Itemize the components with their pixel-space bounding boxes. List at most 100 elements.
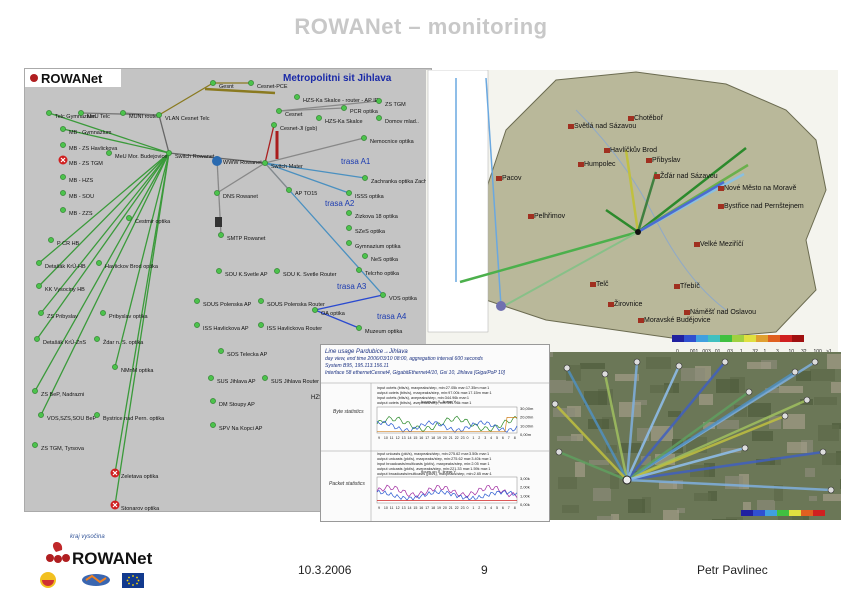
- aerial-texture: [642, 497, 651, 513]
- site-icon: [819, 448, 827, 456]
- hour-tick-label: 20: [443, 436, 447, 440]
- legend-row: output octets (bits/s), avepeaks/step, m…: [377, 401, 471, 405]
- link-line: [603, 373, 629, 481]
- hour-tick-label: 6: [502, 506, 504, 510]
- node-label: HZS: [311, 395, 323, 401]
- link-line: [485, 77, 502, 307]
- hour-tick-label: 8: [514, 506, 516, 510]
- link-line: [554, 403, 628, 481]
- aerial-texture: [646, 357, 671, 369]
- node-status-icon: [194, 322, 200, 328]
- footer-page-number: 9: [481, 563, 488, 577]
- hour-tick-label: 22: [455, 506, 459, 510]
- hour-tick-label: 6: [502, 436, 504, 440]
- network-link: [114, 152, 170, 506]
- network-link: [36, 152, 170, 340]
- node-label: ISS Havlickova Router: [267, 326, 322, 332]
- network-link: [158, 82, 214, 116]
- network-link: [216, 162, 266, 194]
- byte-graph-series-line: [376, 420, 518, 433]
- node-label: NeS optika: [371, 257, 399, 263]
- town-label: Pacov: [502, 175, 522, 182]
- site-icon: [551, 400, 559, 408]
- scale-swatch: [813, 510, 825, 516]
- x-caption: hours on X, linear Y: [421, 399, 456, 404]
- node-label: VLAN Cesnet Telc: [165, 116, 210, 122]
- aerial-texture: [619, 402, 641, 417]
- node-label: OA optika: [321, 311, 346, 317]
- stats-header-line: Line usage Pardubice→Jihlava: [325, 349, 408, 355]
- logo-berry-icon: [62, 554, 70, 562]
- aerial-texture: [610, 473, 619, 489]
- footer-date: 10.3.2006: [298, 563, 352, 577]
- aerial-texture: [809, 496, 817, 501]
- map-logo-bg: [25, 69, 121, 87]
- node-label: Cesnet-Jl (gsb): [280, 126, 317, 132]
- link-line: [626, 450, 824, 482]
- aerial-texture: [779, 386, 803, 393]
- aerial-texture: [681, 368, 705, 381]
- region-badge-icon: [42, 580, 54, 586]
- aerial-texture: [748, 403, 771, 417]
- network-link: [314, 309, 360, 329]
- node-label: Nemocnice optika: [370, 139, 415, 145]
- site-icon: [781, 412, 789, 420]
- node-status-icon: [262, 160, 268, 166]
- node-label: Zachranka optika Zachr.: [371, 179, 430, 185]
- link-line: [626, 478, 832, 492]
- node-label: Detaŝák KrÚ-ZnS: [43, 339, 86, 346]
- aerial-texture: [557, 436, 577, 441]
- hour-tick-label: 20: [443, 506, 447, 510]
- site-icon: [803, 396, 811, 404]
- town-label: Havlíčkův Brod: [610, 146, 657, 154]
- node-label: SOU K.Svetle AP: [225, 272, 268, 278]
- node-label: ZS BeP, Nadrazni: [41, 392, 84, 398]
- aerial-texture: [597, 516, 613, 520]
- link-line: [626, 370, 796, 482]
- link-line: [565, 367, 629, 481]
- town-label: Velké Meziříčí: [700, 241, 744, 248]
- node-label: Ždar n. S. optika: [103, 338, 144, 346]
- node-status-icon: [276, 108, 282, 114]
- hour-tick-label: 22: [455, 436, 459, 440]
- hour-tick-label: 11: [390, 436, 394, 440]
- town-marker-icon: [608, 302, 614, 307]
- aerial-texture: [558, 477, 577, 489]
- node-status-icon: [262, 375, 268, 381]
- node-status-icon: [362, 175, 368, 181]
- node-status-icon: [36, 283, 42, 289]
- node-label: SZeS optika: [355, 229, 386, 235]
- aerial-texture: [814, 397, 837, 405]
- scale-swatch: [744, 335, 756, 342]
- hour-tick-label: 23: [461, 506, 465, 510]
- partner-logo-icon: [85, 574, 107, 584]
- node-status-icon: [32, 388, 38, 394]
- node-status-icon: [210, 80, 216, 86]
- hour-tick-label: 17: [425, 506, 429, 510]
- aerial-texture: [823, 494, 841, 501]
- scale-swatch: [672, 335, 684, 342]
- aerial-texture: [650, 385, 673, 393]
- node-status-icon: [248, 80, 254, 86]
- packet-stats-label: Packet statistics: [329, 481, 365, 487]
- town-marker-icon: [718, 186, 724, 191]
- node-status-icon: [60, 126, 66, 132]
- node-status-icon: [126, 215, 132, 221]
- node-label: SPV Na Kopci AP: [219, 426, 263, 432]
- site-icon: [741, 444, 749, 452]
- scale-swatch: [708, 335, 720, 342]
- link-line: [637, 180, 725, 234]
- backbone-link: [204, 87, 276, 95]
- hour-tick-label: 23: [461, 436, 465, 440]
- node-status-icon: [36, 260, 42, 266]
- hour-tick-label: 0: [467, 506, 469, 510]
- legend-row: input octets (bits/s), maxpeaks/step, mi…: [377, 386, 489, 390]
- hour-tick-label: 21: [449, 506, 453, 510]
- node-status-icon: [34, 336, 40, 342]
- node-label: Muzeum optika: [365, 329, 403, 335]
- node-label: WWW Rowanet: [223, 160, 262, 166]
- node-label: SOU K. Svetle Router: [283, 272, 337, 278]
- site-icon: [601, 370, 609, 378]
